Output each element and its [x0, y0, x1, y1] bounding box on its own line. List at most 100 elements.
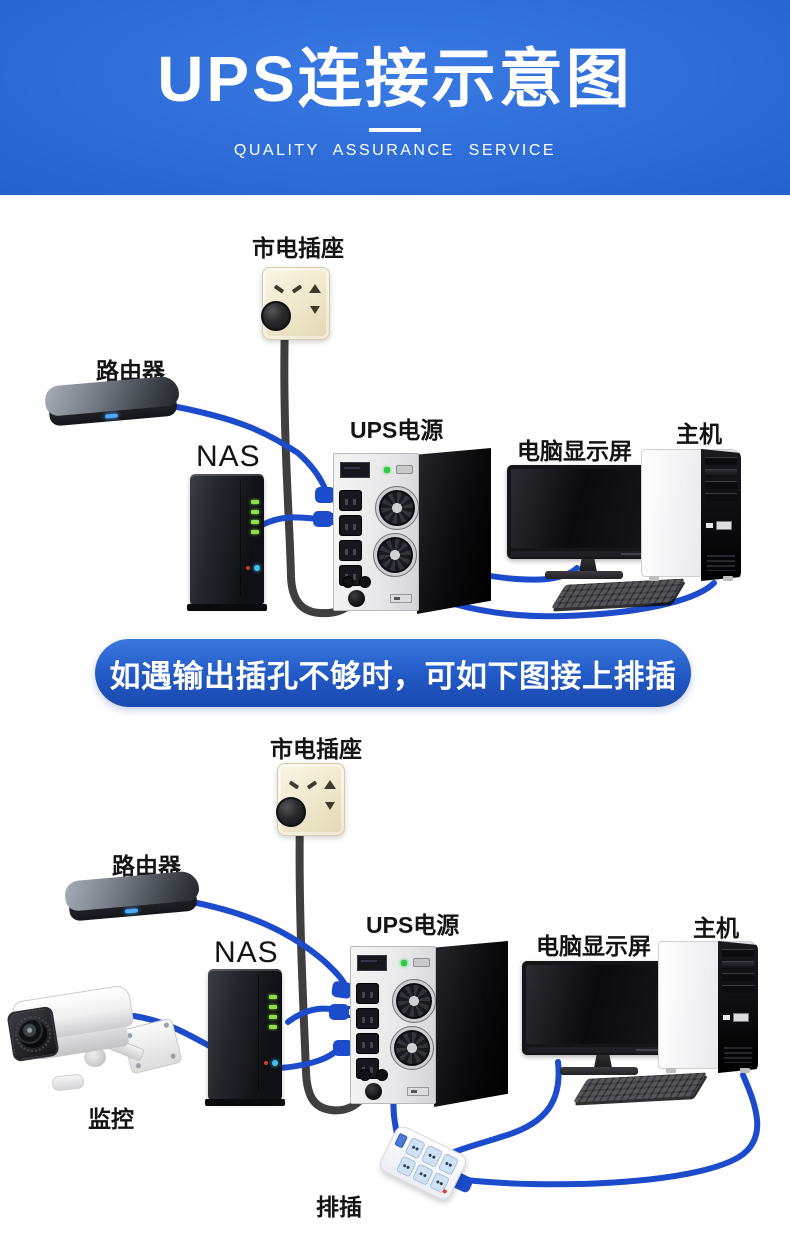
monitor-bottom	[522, 961, 682, 1077]
pc-front-face	[701, 449, 741, 581]
label-camera: 监控	[88, 1106, 134, 1132]
label-wall-socket-bottom: 市电插座	[270, 736, 362, 762]
pc-drive-bay	[705, 469, 737, 477]
ups-outlet-2	[339, 515, 362, 536]
nas-status-led	[272, 1060, 278, 1066]
page-subtitle: QUALITY ASSURANCE SERVICE	[233, 142, 557, 159]
monitor-frame	[522, 961, 680, 1055]
ups-display	[357, 955, 387, 971]
ups-breaker-2	[376, 1069, 388, 1081]
cable-nas-to-ups	[259, 514, 321, 528]
nas-led-2	[269, 1005, 277, 1009]
ups-rear-panel	[333, 453, 419, 611]
ups-breaker-1	[342, 576, 354, 588]
pc-foot	[649, 576, 659, 581]
nas-led-2	[251, 510, 259, 514]
monitor-base	[560, 1067, 638, 1075]
label-strip: 排插	[316, 1194, 362, 1220]
monitor-chin	[526, 1047, 676, 1053]
ups-side-panel	[434, 941, 508, 1107]
nas-top	[187, 474, 267, 611]
nas-led-4	[269, 1025, 277, 1029]
power-plug	[276, 797, 306, 827]
pc-io-panel	[706, 521, 736, 531]
ups-top	[333, 448, 491, 614]
label-nas-bottom: NAS	[214, 936, 279, 969]
ups-io-slot	[407, 1087, 429, 1096]
nas-power-led	[246, 566, 250, 570]
strip-socket	[437, 1152, 460, 1176]
nas-led-1	[251, 500, 259, 504]
header-banner: UPS连接示意图 QUALITY ASSURANCE SERVICE	[0, 0, 790, 195]
label-ups-bottom: UPS电源	[366, 912, 460, 938]
nas-base	[205, 1099, 285, 1106]
wall-socket-bottom	[276, 763, 345, 836]
pc-drive-bay	[722, 985, 754, 993]
wall-socket-top	[261, 267, 330, 340]
pc-drive-bay	[705, 457, 737, 465]
cable-nas-to-ups-2	[285, 1005, 333, 1025]
pc-io-panel	[723, 1013, 753, 1023]
label-monitor-top: 电脑显示屏	[517, 438, 632, 464]
ups-power-inlet	[365, 1083, 382, 1100]
pc-drive-bay	[705, 493, 737, 501]
pc-foot	[723, 576, 733, 581]
power-plug	[261, 301, 291, 331]
strip-led	[442, 1188, 448, 1195]
keyboard-top	[550, 578, 686, 609]
ups-led	[384, 467, 390, 473]
label-nas-top: NAS	[196, 440, 261, 473]
nas-door-seam	[258, 975, 259, 1091]
ups-outlet-3	[356, 1033, 379, 1054]
ups-display	[340, 462, 370, 478]
ups-serial-port	[413, 958, 430, 967]
notice-text: 如遇输出插孔不够时，可如下图接上排插	[109, 658, 677, 694]
label-pc-top: 主机	[676, 421, 722, 447]
strip-switch	[394, 1132, 408, 1149]
ups-io-slot	[390, 594, 412, 603]
label-wall-socket-top: 市电插座	[252, 235, 344, 261]
power-strip	[376, 1123, 470, 1203]
camera-mount-foot	[51, 1073, 85, 1092]
pc-tower-top	[641, 449, 741, 581]
ups-bottom	[350, 941, 508, 1107]
pc-drive-bay	[705, 481, 737, 489]
nas-base	[187, 604, 267, 611]
cctv-camera	[6, 983, 183, 1105]
router-top	[43, 375, 181, 427]
socket-flat-pins	[274, 283, 302, 295]
notice-banner: 如遇输出插孔不够时，可如下图接上排插	[95, 639, 691, 707]
label-ups-top: UPS电源	[350, 417, 444, 443]
nas-status-led	[254, 565, 260, 571]
ups-outlet-1	[356, 983, 379, 1004]
monitor-top	[507, 465, 667, 581]
nas-led-3	[269, 1015, 277, 1019]
ups-power-inlet	[348, 590, 365, 607]
label-pc-bottom: 主机	[693, 915, 739, 941]
ups-breaker-2	[359, 576, 371, 588]
ups-outlet-2	[356, 1008, 379, 1029]
pc-front-face	[718, 941, 758, 1073]
nas-bottom	[205, 969, 285, 1106]
ups-fan-top	[375, 486, 419, 530]
pc-drive-bay	[722, 961, 754, 969]
pc-vent	[724, 1047, 752, 1063]
ups-outlet-3	[339, 540, 362, 561]
ups-side-panel	[417, 448, 491, 614]
pc-vent	[707, 555, 735, 571]
monitor-chin	[511, 551, 661, 557]
socket-pin-up	[324, 780, 336, 789]
ups-fan-bottom	[390, 1026, 434, 1070]
socket-pin-up	[309, 284, 321, 293]
ups-fan-top	[392, 979, 436, 1023]
page-title: UPS连接示意图	[157, 43, 633, 115]
pc-tower-bottom	[658, 941, 758, 1073]
nas-led-1	[269, 995, 277, 999]
nas-led-3	[251, 520, 259, 524]
ups-led	[401, 960, 407, 966]
camera-lens-housing	[6, 1005, 60, 1063]
nas-door-seam	[240, 480, 241, 596]
monitor-base	[545, 571, 623, 579]
monitor-screen	[511, 469, 661, 548]
pc-drive-bay	[722, 973, 754, 981]
